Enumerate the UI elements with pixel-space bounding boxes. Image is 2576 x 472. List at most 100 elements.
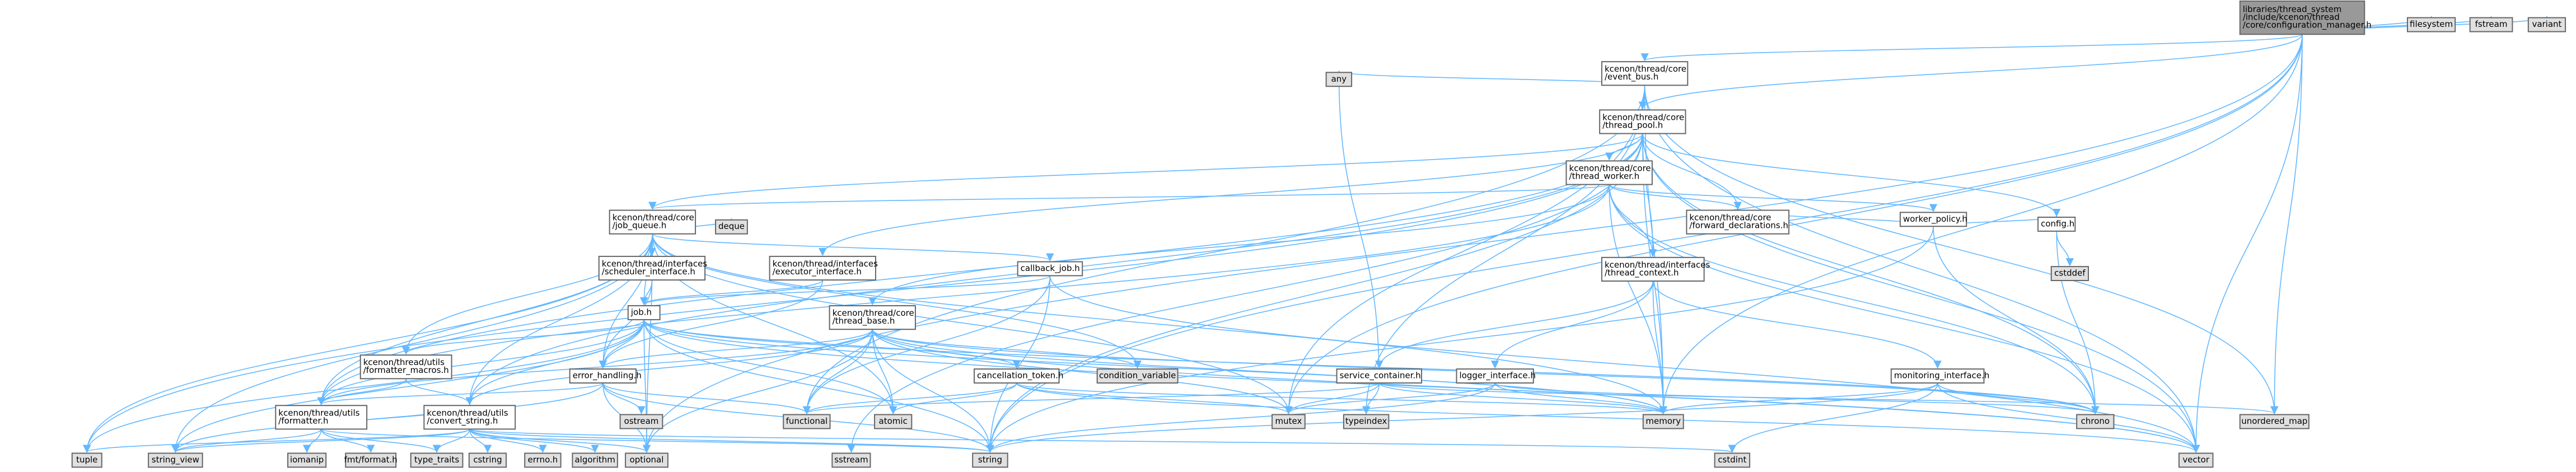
node-forward-decl[interactable]: kcenon/thread/core/forward_declarations.… — [1686, 209, 1790, 235]
node-service-container[interactable]: service_container.h — [1336, 368, 1423, 384]
node-box — [783, 414, 831, 429]
node-convert-string[interactable]: kcenon/thread/utils/convert_string.h — [423, 405, 516, 430]
edge-monitoring_iface-to-memory — [1659, 382, 1938, 414]
node-box — [423, 405, 516, 430]
edge-config-to-chrono — [2056, 231, 2100, 414]
edge-monitoring_iface-to-cstdint — [1728, 382, 1938, 453]
node-ostream: ostream — [619, 414, 663, 429]
node-formatter[interactable]: kcenon/thread/utils/formatter.h — [275, 405, 368, 430]
node-label-line: /scheduler_interface.h — [602, 267, 695, 277]
node-root[interactable]: libraries/thread_system/include/kcenon/t… — [2239, 0, 2372, 35]
edge-worker_policy-to-string — [986, 226, 1934, 453]
edge-job-to-formatter_macros — [402, 319, 645, 355]
node-box — [410, 452, 464, 468]
node-box — [619, 414, 663, 429]
node-formatter-macros[interactable]: kcenon/thread/utils/formatter_macros.h — [359, 354, 452, 380]
node-logger-iface[interactable]: logger_interface.h — [1456, 368, 1536, 384]
edge-error_handling-to-formatter — [317, 382, 604, 405]
edge-thread_pool-to-string — [986, 133, 1643, 453]
node-label-line: kcenon/thread/utils — [363, 357, 445, 367]
edge-convert_string-to-optional — [469, 428, 651, 453]
node-any: any — [1325, 72, 1353, 87]
node-string-view: string_view — [148, 452, 203, 468]
node-label-line: callback_job.h — [1021, 263, 1080, 274]
node-box — [359, 354, 452, 380]
edge-formatter-to-iomanip — [302, 429, 322, 453]
node-label-line: sstream — [834, 455, 868, 465]
node-label-line: vector — [2182, 455, 2209, 465]
edge-root-to-memory — [1659, 34, 2303, 414]
node-thread-context[interactable]: kcenon/thread/interfaces/thread_context.… — [1601, 256, 1710, 282]
node-worker-policy[interactable]: worker_policy.h — [1899, 212, 1967, 227]
node-sched-iface[interactable]: kcenon/thread/interfaces/scheduler_inter… — [598, 255, 708, 281]
edge-root-to-thread_pool — [1638, 34, 2303, 110]
node-label-line: /formatter.h — [278, 415, 328, 426]
node-chrono: chrono — [2076, 414, 2115, 429]
node-box — [609, 209, 696, 235]
edge-convert_string-to-type_traits — [432, 429, 470, 453]
node-tuple: tuple — [71, 452, 102, 468]
edge-thread_base-to-convert_string — [465, 329, 873, 405]
node-event-bus[interactable]: kcenon/thread/core/event_bus.h — [1601, 61, 1689, 86]
node-label-line: string_view — [152, 455, 199, 465]
edge-formatter-to-string — [320, 428, 994, 453]
edge-thread_base-to-memory — [872, 329, 1667, 414]
node-callback-job[interactable]: callback_job.h — [1017, 261, 1083, 277]
node-job[interactable]: job.h — [627, 305, 661, 320]
node-label-line: kcenon/thread/core — [613, 213, 694, 223]
edge-convert_string-to-cstring — [469, 429, 492, 453]
node-box — [2050, 266, 2089, 282]
node-string: string — [972, 452, 1008, 468]
edge-thread_base-to-formatter — [317, 329, 873, 405]
node-label-line: unordered_map — [2241, 416, 2307, 427]
node-box — [1565, 160, 1653, 185]
edge-job-to-string_view — [171, 319, 645, 453]
node-box — [1890, 368, 1985, 384]
node-cancellation-token[interactable]: cancellation_token.h — [974, 368, 1063, 384]
edge-job-to-atomic — [643, 319, 897, 414]
node-error-handling[interactable]: error_handling.h — [569, 368, 642, 384]
node-label-line: errno.h — [528, 455, 558, 465]
edge-job-to-optional — [642, 319, 651, 453]
node-box — [1343, 414, 1390, 429]
node-box — [1601, 256, 1705, 282]
node-box — [625, 452, 668, 468]
edge-monitoring_iface-to-vector — [1937, 382, 2200, 453]
node-config[interactable]: config.h — [2037, 216, 2076, 232]
node-label-line: /job_queue.h — [613, 221, 667, 231]
edge-thread_context-to-monitoring_iface — [1652, 281, 1942, 369]
node-box — [2527, 17, 2566, 32]
edge-worker_policy-to-chrono — [1933, 226, 2100, 414]
edge-service_container-to-functional — [803, 382, 1380, 414]
node-thread-base[interactable]: kcenon/thread/core/thread_base.h — [829, 305, 916, 330]
node-box — [874, 414, 913, 429]
edge-job_queue-to-memory — [652, 233, 1667, 414]
node-thread-pool[interactable]: kcenon/thread/core/thread_pool.h — [1599, 109, 1686, 134]
node-exec-iface[interactable]: kcenon/thread/interfaces/executor_interf… — [769, 255, 878, 281]
edge-job-to-string — [643, 319, 994, 453]
node-thread-worker[interactable]: kcenon/thread/core/thread_worker.h — [1565, 160, 1653, 185]
node-label-line: string — [978, 455, 1002, 465]
node-deque: deque — [715, 219, 748, 235]
node-label-line: kcenon/thread/core — [1689, 213, 1771, 223]
edge-monitoring_iface-to-string — [986, 382, 1938, 453]
edge-thread_context-to-service_container — [1375, 281, 1654, 369]
edge-job_queue-to-string_view — [171, 233, 653, 453]
node-algorithm: algorithm — [572, 452, 618, 468]
edge-thread_pool-to-chrono — [1642, 133, 2100, 414]
node-label-line: /formatter_macros.h — [363, 365, 449, 376]
edge-thread_worker-to-worker_policy — [1609, 184, 1937, 212]
edge-event_bus-to-vector — [1644, 85, 2200, 453]
node-atomic: atomic — [874, 414, 913, 429]
node-box — [2178, 452, 2214, 468]
node-monitoring-iface[interactable]: monitoring_interface.h — [1890, 368, 1990, 384]
node-box — [715, 219, 748, 235]
edge-convert_string-to-cstdint — [469, 428, 1736, 453]
edge-thread_pool-to-vector — [1642, 133, 2200, 453]
node-job-queue[interactable]: kcenon/thread/core/job_queue.h — [609, 209, 696, 235]
node-label-line: /event_bus.h — [1605, 72, 1658, 82]
node-label-line: worker_policy.h — [1903, 214, 1967, 225]
node-box — [1017, 261, 1083, 277]
node-box — [345, 452, 397, 468]
